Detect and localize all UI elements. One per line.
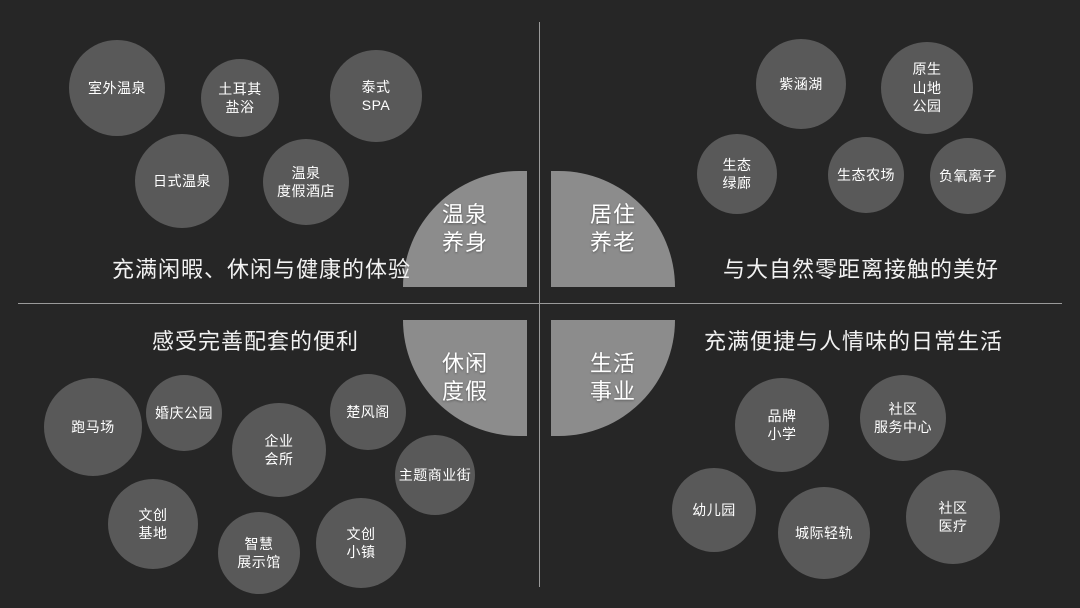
amenity-bubble-label: 土耳其 盐浴 — [218, 80, 262, 115]
amenity-bubble-label: 跑马场 — [71, 418, 115, 435]
amenity-bubble-label: 文创 基地 — [138, 506, 168, 541]
amenity-bubble-label: 社区 服务中心 — [874, 400, 932, 435]
amenity-bubble[interactable]: 幼儿园 — [672, 468, 756, 552]
quadrant-wedge-life-career[interactable]: 生活 事业 — [551, 320, 675, 436]
amenity-bubble[interactable]: 生态农场 — [828, 137, 904, 213]
amenity-bubble[interactable]: 楚风阁 — [330, 374, 406, 450]
quadrant-tagline-leisure-vacation: 感受完善配套的便利 — [152, 329, 360, 354]
amenity-bubble-label: 婚庆公园 — [155, 404, 213, 421]
amenity-bubble[interactable]: 城际轻轨 — [778, 487, 870, 579]
amenity-bubble[interactable]: 日式温泉 — [135, 134, 229, 228]
quadrant-tagline-hot-spring-wellness: 充满闲暇、休闲与健康的体验 — [112, 257, 412, 282]
amenity-bubble-label: 温泉 度假酒店 — [277, 164, 335, 199]
amenity-bubble[interactable]: 智慧 展示馆 — [218, 512, 300, 594]
amenity-bubble-label: 品牌 小学 — [767, 407, 797, 442]
amenity-bubble-label: 泰式 SPA — [361, 78, 391, 113]
amenity-bubble-label: 原生 山地 公园 — [912, 61, 942, 115]
amenity-bubble-label: 生态农场 — [837, 166, 895, 183]
quadrant-tagline-residence-elderly-care: 与大自然零距离接触的美好 — [723, 257, 1000, 282]
amenity-bubble-label: 文创 小镇 — [346, 525, 376, 560]
amenity-bubble[interactable]: 室外温泉 — [69, 40, 165, 136]
matrix-vertical-divider — [539, 22, 540, 587]
amenity-bubble[interactable]: 紫涵湖 — [756, 39, 846, 129]
amenity-bubble-label: 幼儿园 — [692, 501, 736, 518]
amenity-bubble-label: 负氧离子 — [939, 167, 997, 184]
amenity-bubble[interactable]: 负氧离子 — [930, 138, 1006, 214]
amenity-bubble-label: 企业 会所 — [264, 432, 294, 467]
amenity-bubble[interactable]: 社区 服务中心 — [860, 375, 946, 461]
amenity-bubble-label: 楚风阁 — [346, 403, 390, 420]
amenity-bubble[interactable]: 主题商业街 — [395, 435, 475, 515]
wedge-label: 生活 事业 — [589, 350, 636, 404]
amenity-bubble[interactable]: 社区 医疗 — [906, 470, 1000, 564]
quadrant-tagline-life-career: 充满便捷与人情味的日常生活 — [704, 329, 1004, 354]
quadrant-wedge-leisure-vacation[interactable]: 休闲 度假 — [403, 320, 527, 436]
amenity-bubble[interactable]: 跑马场 — [44, 378, 142, 476]
amenity-bubble[interactable]: 温泉 度假酒店 — [263, 139, 349, 225]
amenity-bubble[interactable]: 泰式 SPA — [330, 50, 422, 142]
amenity-bubble-label: 生态 绿廊 — [722, 156, 752, 191]
amenity-bubble[interactable]: 原生 山地 公园 — [881, 42, 973, 134]
amenity-bubble[interactable]: 企业 会所 — [232, 403, 326, 497]
amenity-bubble-label: 主题商业街 — [398, 466, 472, 483]
amenity-bubble-label: 城际轻轨 — [795, 524, 853, 541]
wedge-label: 居住 养老 — [589, 201, 636, 255]
amenity-bubble-label: 智慧 展示馆 — [237, 535, 281, 570]
amenity-bubble-label: 日式温泉 — [153, 172, 211, 189]
amenity-bubble[interactable]: 文创 基地 — [108, 479, 198, 569]
matrix-horizontal-divider — [18, 303, 1062, 304]
amenity-bubble-label: 室外温泉 — [88, 79, 146, 96]
wedge-label: 休闲 度假 — [441, 350, 488, 404]
quadrant-wedge-hot-spring-wellness[interactable]: 温泉 养身 — [403, 171, 527, 287]
wedge-label: 温泉 养身 — [441, 201, 488, 255]
amenity-bubble[interactable]: 土耳其 盐浴 — [201, 59, 279, 137]
amenity-bubble-label: 社区 医疗 — [938, 499, 968, 534]
amenity-bubble[interactable]: 品牌 小学 — [735, 378, 829, 472]
amenity-bubble[interactable]: 生态 绿廊 — [697, 134, 777, 214]
amenity-bubble-label: 紫涵湖 — [779, 75, 823, 92]
quadrant-wedge-residence-elderly-care[interactable]: 居住 养老 — [551, 171, 675, 287]
amenity-bubble[interactable]: 婚庆公园 — [146, 375, 222, 451]
amenity-bubble[interactable]: 文创 小镇 — [316, 498, 406, 588]
